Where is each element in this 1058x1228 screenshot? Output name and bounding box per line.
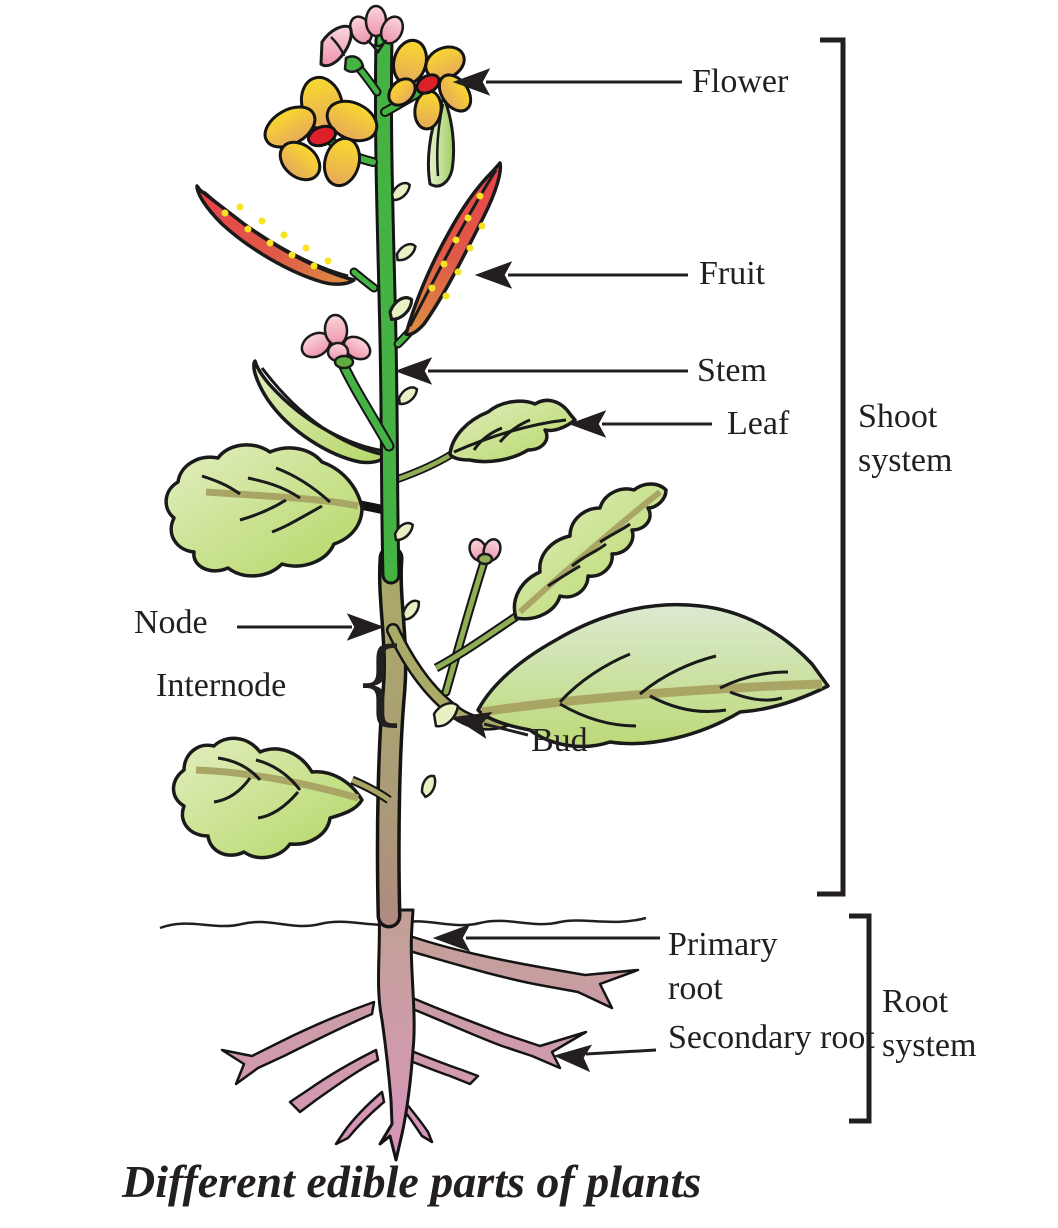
label-fruit: Fruit <box>699 255 766 292</box>
fruit-pod-left <box>195 184 356 286</box>
pink-bud-small <box>468 538 502 566</box>
primary-root-arrow <box>435 925 660 951</box>
secondary-root-arrow <box>555 1043 657 1071</box>
pink-flower-top <box>348 4 405 55</box>
label-flower: Flower <box>692 63 789 100</box>
pink-flower-cluster <box>300 313 372 370</box>
label-primary-root: Primary root <box>668 926 778 1008</box>
caption: Different edible parts of plants <box>122 1156 702 1207</box>
leaf-narrow-left <box>252 359 393 465</box>
yellow-flower-right <box>387 38 473 131</box>
label-shoot-system: Shoot system <box>858 398 953 480</box>
bud-arrow <box>453 705 529 737</box>
label-root-system: Root system <box>882 983 977 1065</box>
stem-lower <box>375 545 521 929</box>
label-bud: Bud <box>531 722 588 759</box>
label-secondary-root: Secondary root <box>668 1019 875 1056</box>
secondary-roots <box>220 932 640 1146</box>
label-internode: Internode <box>156 667 287 704</box>
node-arrow <box>237 614 382 640</box>
fruit-pod-right <box>404 161 503 337</box>
label-leaf: Leaf <box>727 405 790 442</box>
label-stem: Stem <box>697 352 767 389</box>
label-node: Node <box>134 604 208 641</box>
fruit-arrow <box>477 262 688 288</box>
leaf-upper-right <box>393 398 577 484</box>
leaf-arrow <box>571 411 712 437</box>
shoot-system-bracket <box>817 37 846 897</box>
leaf-large-right <box>476 602 830 749</box>
stem-arrow <box>397 358 688 384</box>
yellow-flower-left <box>263 75 379 188</box>
primary-root <box>377 908 416 1162</box>
flower-arrow <box>455 69 682 95</box>
bud-shape <box>432 702 460 728</box>
red-bud <box>319 24 365 73</box>
leaf-mid-left-lobed <box>164 443 393 578</box>
leaf-mid-right <box>433 482 668 672</box>
arrows <box>237 69 712 1071</box>
internode-brace: { <box>352 627 408 736</box>
leaf-lower-left <box>171 736 392 860</box>
root-system-bracket <box>849 913 872 1124</box>
